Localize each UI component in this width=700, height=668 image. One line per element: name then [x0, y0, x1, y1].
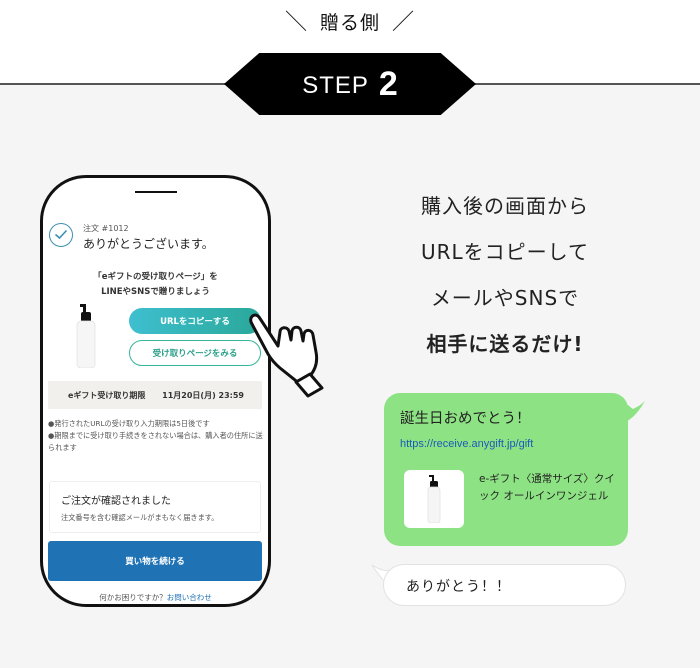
continue-shopping-button[interactable]: 買い物を続ける	[48, 541, 262, 581]
gift-url-link[interactable]: https://receive.anygift.jp/gift	[400, 438, 534, 450]
gift-notes: ●発行されたURLの受け取り入力期限は5日後です ●期限までに受け取り手続きをさ…	[48, 418, 263, 454]
slash-left: ＼	[284, 10, 308, 35]
help-line: 何かお困りですか？お問い合わせ	[43, 592, 268, 603]
gift-card-image	[404, 470, 464, 528]
reply-message-bubble: ありがとう！！	[383, 564, 626, 606]
lead-line1: 購入後の画面から	[421, 194, 589, 218]
step-badge: STEP 2	[224, 53, 476, 115]
confirm-title: ご注文が確認されました	[61, 496, 171, 507]
confirm-subtext: 注文番号を含む確認メールがまもなく届きます。	[61, 513, 219, 522]
lead-line2: URLをコピーして	[420, 240, 590, 264]
product-bottle-icon	[427, 475, 441, 523]
contact-link[interactable]: お問い合わせ	[166, 593, 212, 602]
share-prompt-line1: 「eギフトの受け取りページ」を	[93, 272, 218, 282]
step-number: 2	[378, 64, 398, 103]
order-thanks: ありがとうございます。	[83, 237, 214, 251]
note-item: ●発行されたURLの受け取り入力期限は5日後です	[48, 419, 210, 428]
pointing-hand-icon	[249, 313, 324, 398]
lead-line3: メールやSNSで	[430, 286, 580, 310]
lead-text: 購入後の画面から URLをコピーして メールやSNSで 相手に送るだけ!	[380, 183, 630, 367]
product-bottle-image	[76, 304, 96, 368]
gift-card-title: e-ギフト〈通常サイズ〉クイック オールインワンジェル	[479, 473, 615, 502]
sent-message-bubble: 誕生日おめでとう！ https://receive.anygift.jp/gif…	[384, 393, 628, 546]
share-prompt-line2: LINEやSNSで贈りましょう	[101, 287, 210, 297]
gift-deadline-row: eギフト受け取り期限 11月20日(月) 23:59	[48, 381, 262, 409]
step-word: STEP	[302, 72, 369, 99]
order-number: 注文 #1012	[83, 224, 129, 233]
help-text: 何かお困りですか？	[99, 593, 167, 602]
view-gift-page-button[interactable]: 受け取りページをみる	[129, 340, 261, 366]
note-item: ●期限までに受け取り手続きをされない場合は、購入者の住所に送られます	[48, 431, 263, 452]
copy-url-button[interactable]: URLをコピーする	[129, 308, 261, 334]
share-prompt: 「eギフトの受け取りページ」を LINEやSNSで贈りましょう	[43, 270, 268, 300]
sent-message-text: 誕生日おめでとう！	[400, 411, 531, 427]
giver-title: 贈る側	[319, 12, 380, 34]
slash-right: ／	[392, 10, 416, 35]
phone-mockup: 注文 #1012 ありがとうございます。 「eギフトの受け取りページ」を LIN…	[40, 175, 271, 607]
deadline-label: eギフト受け取り期限	[68, 390, 146, 400]
order-confirm-card: ご注文が確認されました 注文番号を含む確認メールがまもなく届きます。	[49, 481, 261, 533]
phone-notch	[135, 191, 177, 193]
giver-heading: ＼ 贈る側 ／	[0, 4, 700, 36]
check-circle-icon	[49, 223, 73, 247]
deadline-value: 11月20日(月) 23:59	[162, 390, 244, 400]
lead-line4: 相手に送るだけ!	[426, 332, 584, 356]
reply-message-text: ありがとう！！	[406, 579, 511, 595]
